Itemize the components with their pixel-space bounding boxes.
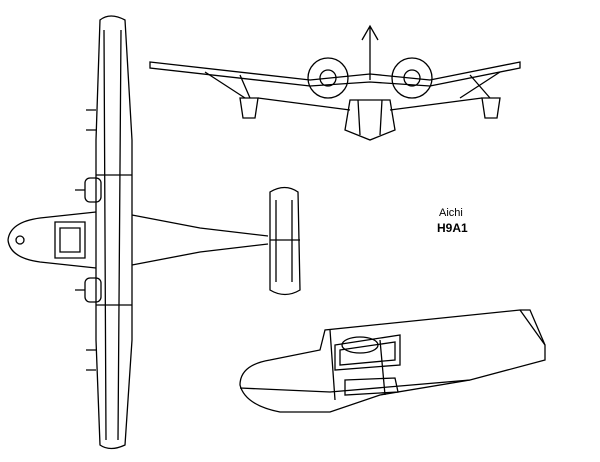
model-label: H9A1 — [437, 221, 468, 235]
manufacturer-label: Aichi — [439, 207, 463, 219]
side-view — [239, 309, 546, 413]
top-view — [7, 15, 301, 450]
front-view — [149, 24, 521, 141]
